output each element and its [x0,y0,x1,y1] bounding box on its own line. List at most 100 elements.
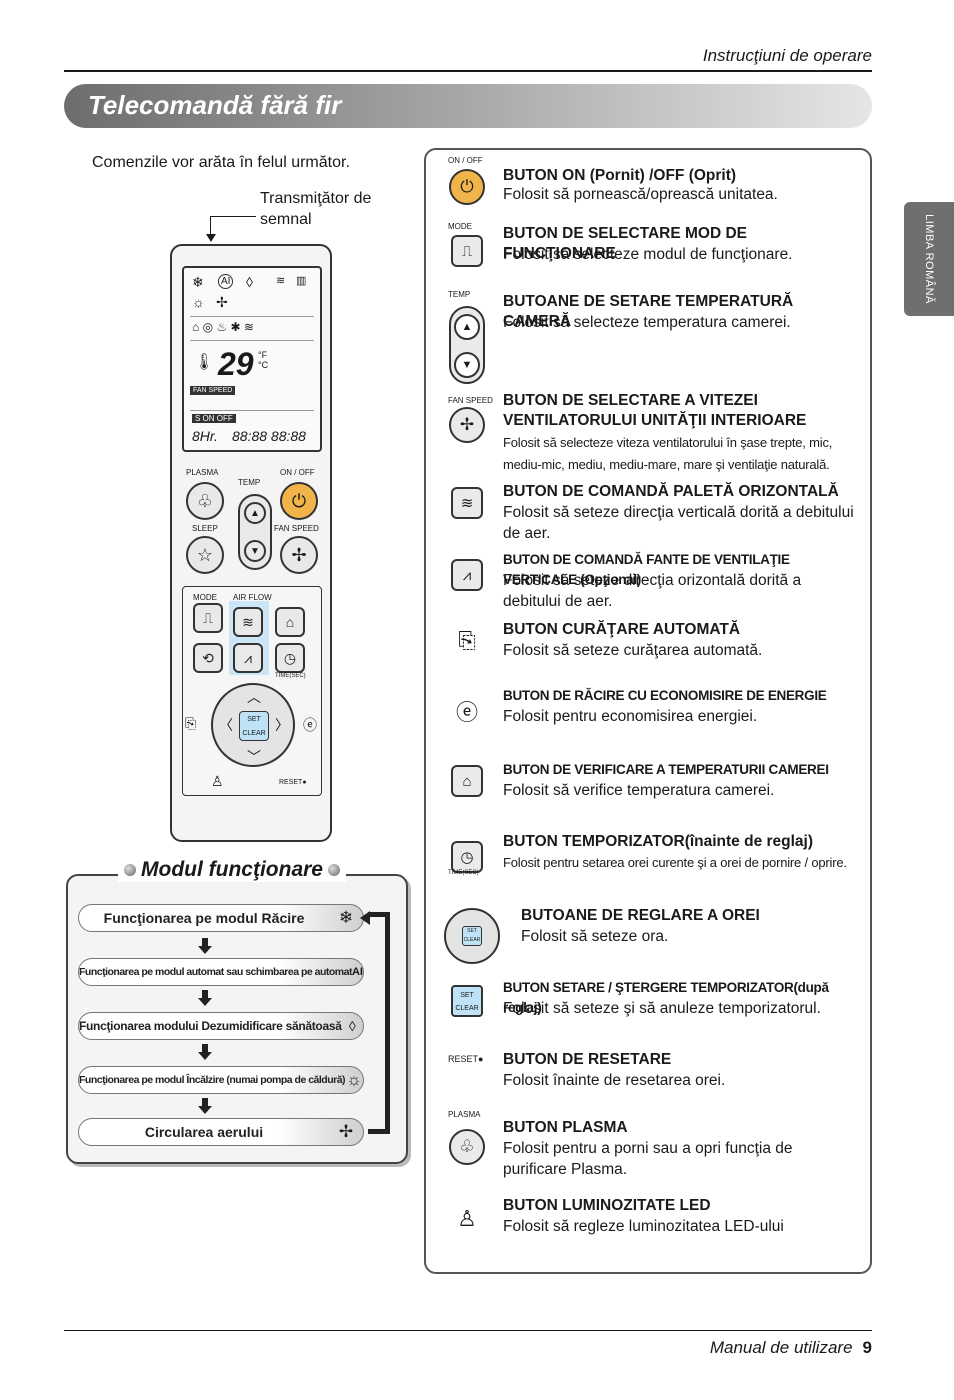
mode-auto: Funcţionarea pe modul automat sau schimb… [78,958,364,986]
remote-control-illustration: ❄ AI ◊ ≋ ▥ ☼ ✢ ⌂ ◎ ♨ ✱ ≋ 🌡 29 °F °C FAN … [170,244,332,842]
temp-rocker[interactable]: ▲ ▼ [238,494,272,570]
bullet-icon [124,864,136,876]
item-title: BUTON ON (Pornit) /OFF (Oprit) [503,167,737,184]
sleep-button[interactable]: ☆ [186,536,224,574]
led-brightness-icon[interactable]: ♙ [211,773,224,789]
item-desc: Folosit să seteze ora. [521,928,669,945]
item-title: BUTON PLASMA [503,1119,628,1136]
item-desc: Folosit să selecteze temperatura camerei… [503,314,791,331]
temp-up-icon[interactable]: ▲ [244,502,266,524]
thermometer-icon: 🌡 [194,354,215,371]
mode-icon: ⎍ [203,609,213,626]
mode-heating: Funcţionarea pe modul Încălzire (numai p… [78,1066,364,1094]
sleep-label: SLEEP [192,524,218,533]
clear-label: CLEAR [242,730,266,737]
temp-down-icon[interactable]: ▼ [244,540,266,562]
item-title: BUTON DE SELECTARE MOD DE FUNCŢIONARE [503,225,747,262]
auto-clean-icon: ⎘ [458,628,476,653]
battery-icon: ▥ [296,275,307,287]
item-title: BUTOANE DE REGLARE A OREI [521,907,760,924]
drop-icon: ◊ [246,274,253,290]
transmitter-arrow-icon [206,234,216,242]
temp-rocker-icon: ▲▼ [444,300,490,390]
fanspeed-button[interactable]: ✢ [280,536,318,574]
lcd-fan-speed: FAN SPEED [190,386,236,395]
down-arrow-icon [198,1098,212,1116]
item-desc: Folosit să pornească/oprească unitatea. [503,186,778,203]
remote-lcd-screen: ❄ AI ◊ ≋ ▥ ☼ ✢ ⌂ ◎ ♨ ✱ ≋ 🌡 29 °F °C FAN … [182,266,322,452]
fanspeed-caption: FAN SPEED [448,396,493,405]
lcd-temperature: 29 [218,346,254,382]
title-bar: Telecomandă fără fir [64,84,872,128]
snowflake-icon: ❄ [338,908,354,927]
vertical-vane-button[interactable]: ⩘ [233,643,263,673]
item-desc: Folosit să selecteze modul de funcţionar… [503,246,793,263]
signal-icon: ≋ [276,275,286,287]
up-arrow-icon[interactable]: ︿ [247,689,261,705]
onoff-label: ON / OFF [280,468,315,477]
lcd-divider [190,316,314,317]
reset-caption: RESET● [448,1054,484,1064]
auto-clean-icon[interactable]: ⎘ [185,715,197,731]
header-title: Instrucţiuni de operare [702,46,872,65]
operation-mode-heading: Modul funcţionare [141,858,323,881]
right-arrow-icon[interactable]: 〉 [275,717,289,733]
mode-cooling: Funcţionarea pe modul Răcire ❄ [78,904,364,932]
set-label: SET [247,716,261,723]
item-desc: Folosit să seteze curăţarea automată. [503,642,763,659]
plasma-button[interactable]: ♧ [186,482,224,520]
cleaning-button[interactable]: ⟲ [193,643,223,673]
timer-dpad[interactable]: ︿ ﹀ 〈 〉 SET CLEAR [211,683,295,767]
house-icon: ⌂ [285,614,295,630]
ai-icon: AI [218,274,234,289]
drop-icon: ◊ [348,1018,356,1034]
fan-icon: ✢ [216,294,228,310]
left-arrow-icon[interactable]: 〈 [219,717,233,733]
energy-saving-icon[interactable]: ⓔ [303,717,317,733]
horizontal-vane-button[interactable]: ≋ [233,607,263,637]
language-tab-label: LIMBA ROMÂNĂ [923,214,935,304]
mode-label: Funcţionarea pe modul automat sau schimb… [79,966,352,978]
timer-button[interactable]: ◷ [275,643,305,673]
time-label: TIME(SEC) [275,673,306,679]
transmitter-pointer [210,216,256,217]
item-title: BUTON CURĂŢARE AUTOMATĂ [503,621,741,638]
mode-label: Funcţionarea pe modul Încălzire (numai p… [79,1074,346,1086]
ai-icon: AI [351,966,363,978]
reset-label[interactable]: RESET● [279,779,307,786]
room-temp-check-button[interactable]: ⌂ [275,607,305,637]
lcd-units: °F °C [258,350,269,370]
lcd-divider [190,410,314,411]
footer-rule [64,1330,872,1331]
lcd-time-segments: 88:88 88:88 [232,428,306,444]
mode-label: Funcţionarea modului Dezumidificare sănă… [79,1019,342,1033]
mode-cycle-loop [368,912,390,1134]
set-clear-button[interactable]: SET CLEAR [239,711,269,741]
mode-button[interactable]: ⎍ [193,603,223,633]
item-desc: Folosit pentru a porni sau a opri funcţi… [503,1140,793,1178]
page-title: Telecomandă fără fir [88,90,342,120]
swirl-icon: ⟲ [202,649,214,666]
plasma-icon: ♧ [444,1124,490,1170]
transmitter-pointer-vertical [210,216,211,238]
plasma-label: PLASMA [186,468,219,477]
house-icon: ⌂ [444,758,490,804]
item-desc: Folosit să seteze şi să anuleze temporiz… [503,1000,821,1017]
down-arrow-icon [198,938,212,956]
mode-dehumidify: Funcţionarea modului Dezumidificare sănă… [78,1012,364,1040]
clock-icon: ◷ [444,834,490,880]
language-tab: LIMBA ROMÂNĂ [904,202,954,316]
remote-lower-panel: MODE AIR FLOW ⎍ ≋ ⌂ ⟲ ⩘ ◷ TIME(SEC) ︿ ﹀ … [182,586,322,796]
mode-caption: MODE [448,222,472,231]
onoff-button[interactable]: ⏻ [280,482,318,520]
sun-icon: ☼ [192,294,205,310]
lcd-divider [190,340,314,341]
item-desc: Folosit să regleze luminozitatea LED-ulu… [503,1218,784,1235]
down-arrow-icon[interactable]: ﹀ [247,749,261,765]
item-desc: Folosit pentru economisirea energiei. [503,708,758,725]
item-desc: Folosit pentru setarea orei curente şi a… [503,855,847,870]
star-icon: ☆ [196,544,214,565]
